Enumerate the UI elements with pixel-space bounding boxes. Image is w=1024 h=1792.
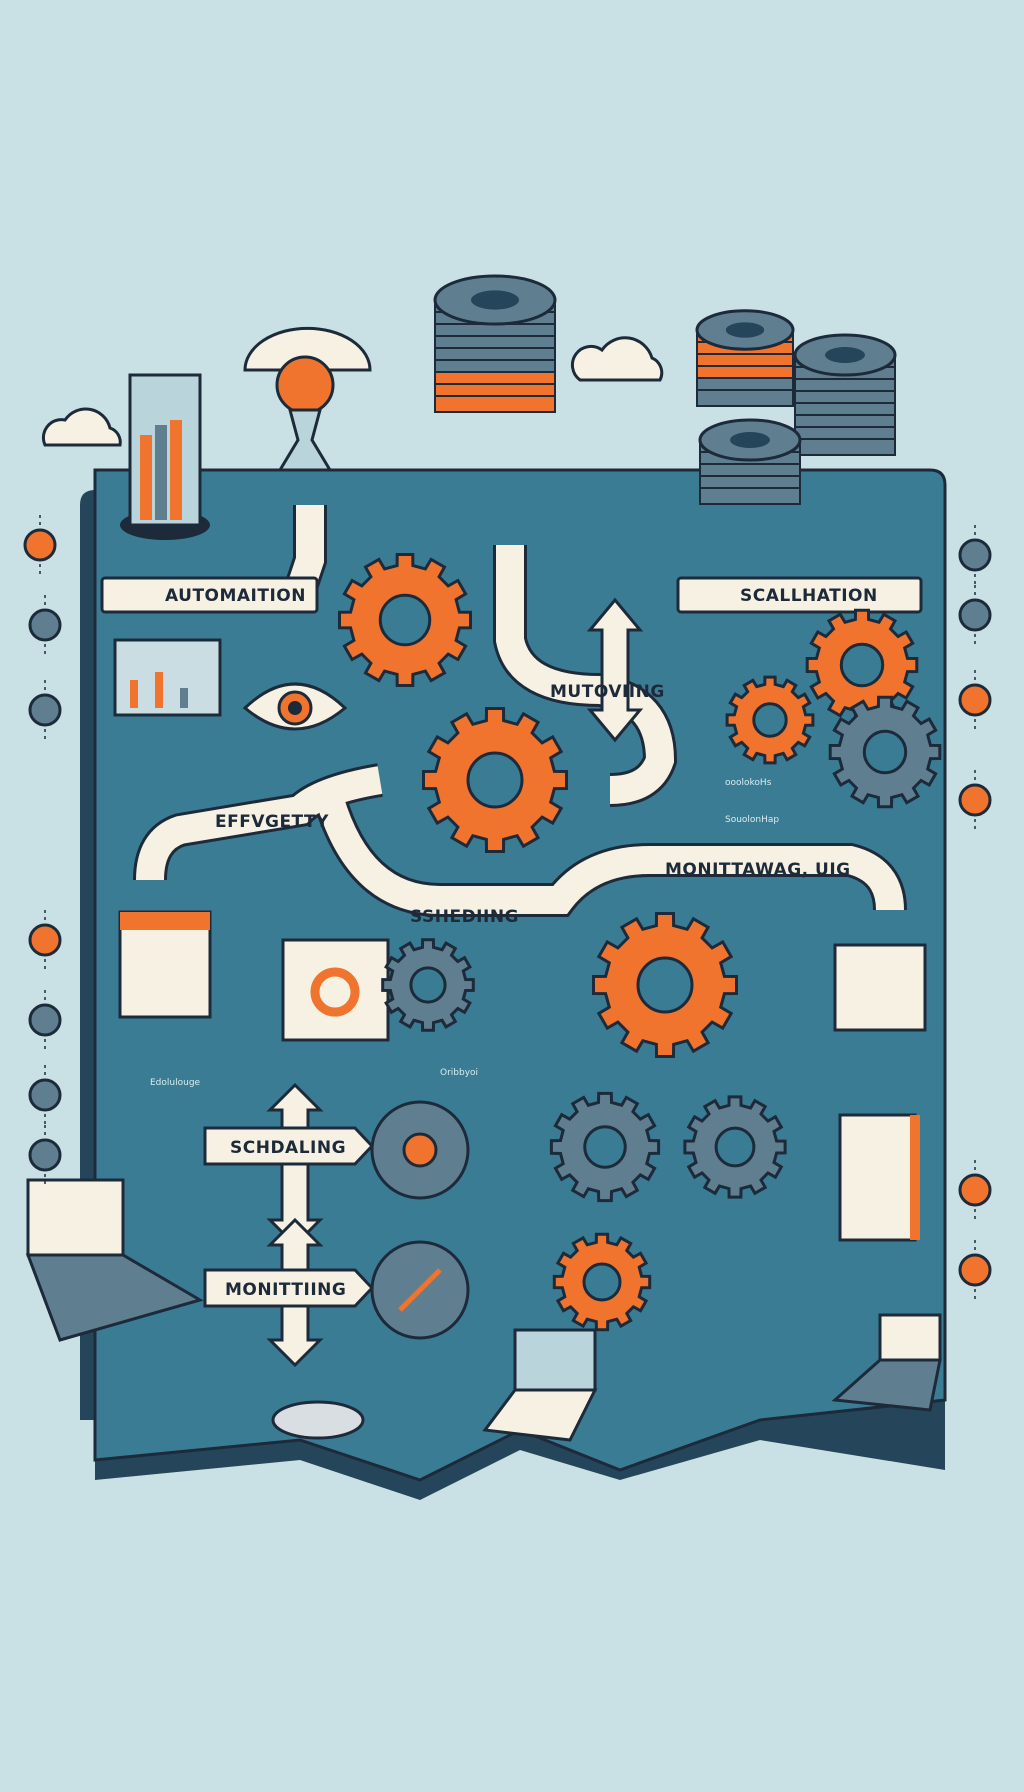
side-status-icon — [958, 1160, 992, 1220]
database-stack-icon — [433, 274, 557, 413]
eye-icon — [242, 682, 348, 731]
gear-icon — [338, 553, 472, 687]
label-automation: AUTOMAITION — [165, 586, 306, 606]
gear-icon — [828, 695, 942, 809]
side-status-icon — [958, 770, 992, 830]
label-monitoring-box: MONITTIING — [225, 1280, 346, 1300]
label-scheduling-box: SCHDALING — [230, 1138, 346, 1158]
small-text: SouolonHap — [725, 815, 779, 825]
calendar-icon — [118, 910, 927, 1242]
gear-icon — [381, 938, 475, 1032]
small-text: ooolokoHs — [725, 778, 772, 788]
small-text: Oribbyoi — [440, 1068, 478, 1078]
label-scheduling-top: SSHEDIING — [410, 907, 519, 927]
label-scaling: SCALLHATION — [740, 586, 878, 606]
gear-icon — [422, 707, 568, 853]
side-status-icon — [28, 1125, 62, 1185]
chart-panel-icon — [113, 638, 222, 717]
database-stack-icon — [698, 418, 802, 505]
gear-icon — [549, 1091, 661, 1203]
laptop-icon — [25, 1178, 942, 1442]
side-status-icon — [28, 680, 62, 740]
gear-icon — [592, 912, 738, 1058]
hourglass-icon — [243, 326, 372, 472]
data-tube-icon — [120, 373, 210, 540]
gear-icon — [725, 675, 815, 765]
side-status-icon — [28, 990, 62, 1050]
automation-box — [100, 576, 319, 614]
side-status-icon — [958, 585, 992, 645]
dial-icon — [370, 1100, 470, 1340]
side-status-icon — [958, 525, 992, 585]
gear-icon — [683, 1095, 787, 1199]
scaling-box — [676, 576, 923, 614]
label-efficiency: EFFVGETTY — [215, 812, 329, 832]
side-status-icon — [958, 1240, 992, 1300]
monitoring-box — [203, 1268, 375, 1308]
side-status-icon — [28, 910, 62, 970]
side-status-icon — [23, 515, 57, 575]
small-text: Edolulouge — [150, 1078, 201, 1088]
label-moving: MUTOVIING — [550, 682, 665, 702]
gear-icon — [805, 608, 919, 722]
cloud-icon — [41, 336, 664, 447]
gear-icon — [552, 1232, 652, 1332]
database-stack-icon — [695, 309, 795, 407]
disc-icon — [271, 1400, 365, 1440]
database-stack-icon — [793, 333, 897, 456]
side-status-icon — [28, 595, 62, 655]
label-monitoring-top: MONITTAWAG, UIG — [665, 860, 851, 880]
side-status-icon — [28, 1065, 62, 1125]
side-status-icon — [958, 670, 992, 730]
scheduling-box — [203, 1126, 375, 1166]
